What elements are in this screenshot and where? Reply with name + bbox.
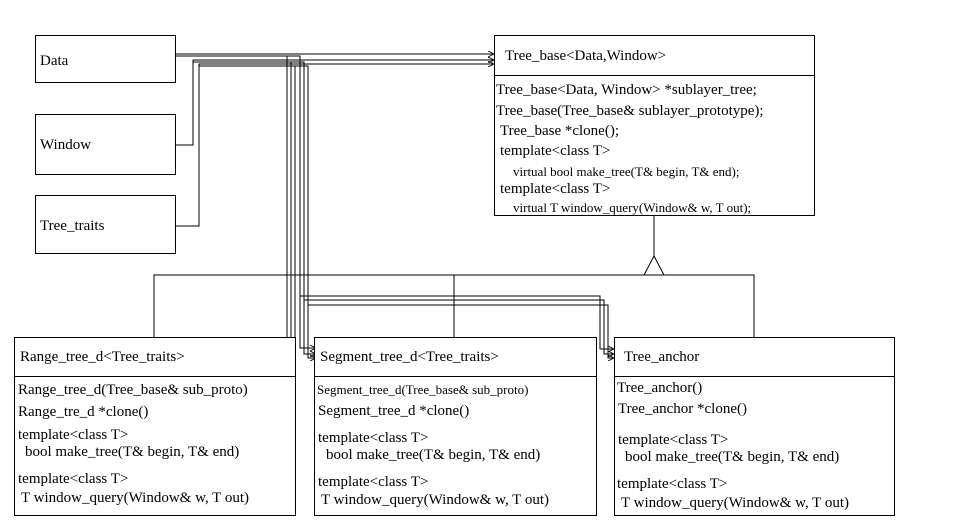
tree-base-member: virtual T window_query(Window& w, T out)…	[513, 200, 752, 215]
window-class-box: Window	[35, 114, 176, 175]
params-to-segment-tree-connector	[287, 55, 316, 358]
tree-anchor-member: Tree_anchor()	[617, 380, 703, 396]
data-class-box: Data	[35, 35, 176, 83]
tree-traits-class-title: Tree_traits	[40, 218, 105, 234]
data-class-title: Data	[40, 53, 69, 69]
segment-tree-member: Segment_tree_d *clone()	[318, 403, 470, 419]
segment-tree-member: template<class T>	[318, 474, 429, 490]
tree-base-member: Tree_base<Data, Window> *sublayer_tree;	[496, 82, 757, 98]
tree-base-class-title: Tree_base<Data,Window>	[505, 48, 667, 64]
tree-anchor-class-title: Tree_anchor	[624, 349, 700, 365]
tree-base-class-box: Tree_base<Data,Window> Tree_base<Data, W…	[494, 35, 815, 216]
tree-anchor-member: template<class T>	[618, 432, 729, 448]
inheritance-connector	[153, 216, 755, 337]
segment-tree-member: template<class T>	[318, 430, 429, 446]
range-tree-member: bool make_tree(T& begin, T& end)	[25, 444, 240, 460]
segment-tree-member: Segment_tree_d(Tree_base& sub_proto)	[317, 382, 529, 397]
tree-base-member: template<class T>	[500, 143, 611, 159]
segment-tree-member: T window_query(Window& w, T out)	[321, 492, 549, 508]
tree-traits-class-box: Tree_traits	[35, 195, 176, 254]
tree-anchor-divider	[615, 376, 894, 377]
segment-tree-class-box: Segment_tree_d<Tree_traits> Segment_tree…	[314, 337, 597, 516]
range-tree-divider	[15, 376, 295, 377]
range-tree-member: Range_tre_d *clone()	[18, 404, 149, 420]
segment-tree-class-title: Segment_tree_d<Tree_traits>	[320, 349, 499, 365]
window-class-title: Window	[40, 137, 92, 153]
segment-tree-member: bool make_tree(T& begin, T& end)	[326, 447, 541, 463]
tree-base-member: virtual bool make_tree(T& begin, T& end)…	[513, 164, 740, 179]
tree-anchor-member: T window_query(Window& w, T out)	[621, 495, 849, 511]
tree-anchor-class-box: Tree_anchor Tree_anchor() Tree_anchor *c…	[614, 337, 895, 516]
tree-base-member: Tree_base(Tree_base& sublayer_prototype)…	[496, 103, 764, 119]
range-tree-member: Range_tree_d(Tree_base& sub_proto)	[18, 382, 248, 398]
tree-base-member: Tree_base *clone();	[500, 123, 619, 139]
tree-anchor-member: bool make_tree(T& begin, T& end)	[625, 449, 840, 465]
range-tree-class-box: Range_tree_d<Tree_traits> Range_tree_d(T…	[14, 337, 296, 516]
range-tree-member: T window_query(Window& w, T out)	[21, 490, 249, 506]
range-tree-class-title: Range_tree_d<Tree_traits>	[20, 349, 185, 365]
tree-anchor-member: Tree_anchor *clone()	[618, 401, 747, 417]
segment-tree-divider	[315, 376, 596, 377]
tree-base-member: template<class T>	[500, 181, 611, 197]
tree-anchor-member: template<class T>	[617, 476, 728, 492]
tree-base-divider	[495, 75, 814, 76]
tree-traits-to-tree-base-connector	[175, 64, 494, 227]
range-tree-member: template<class T>	[18, 471, 129, 487]
range-tree-member: template<class T>	[18, 427, 129, 443]
window-to-tree-base-connector	[175, 60, 494, 146]
